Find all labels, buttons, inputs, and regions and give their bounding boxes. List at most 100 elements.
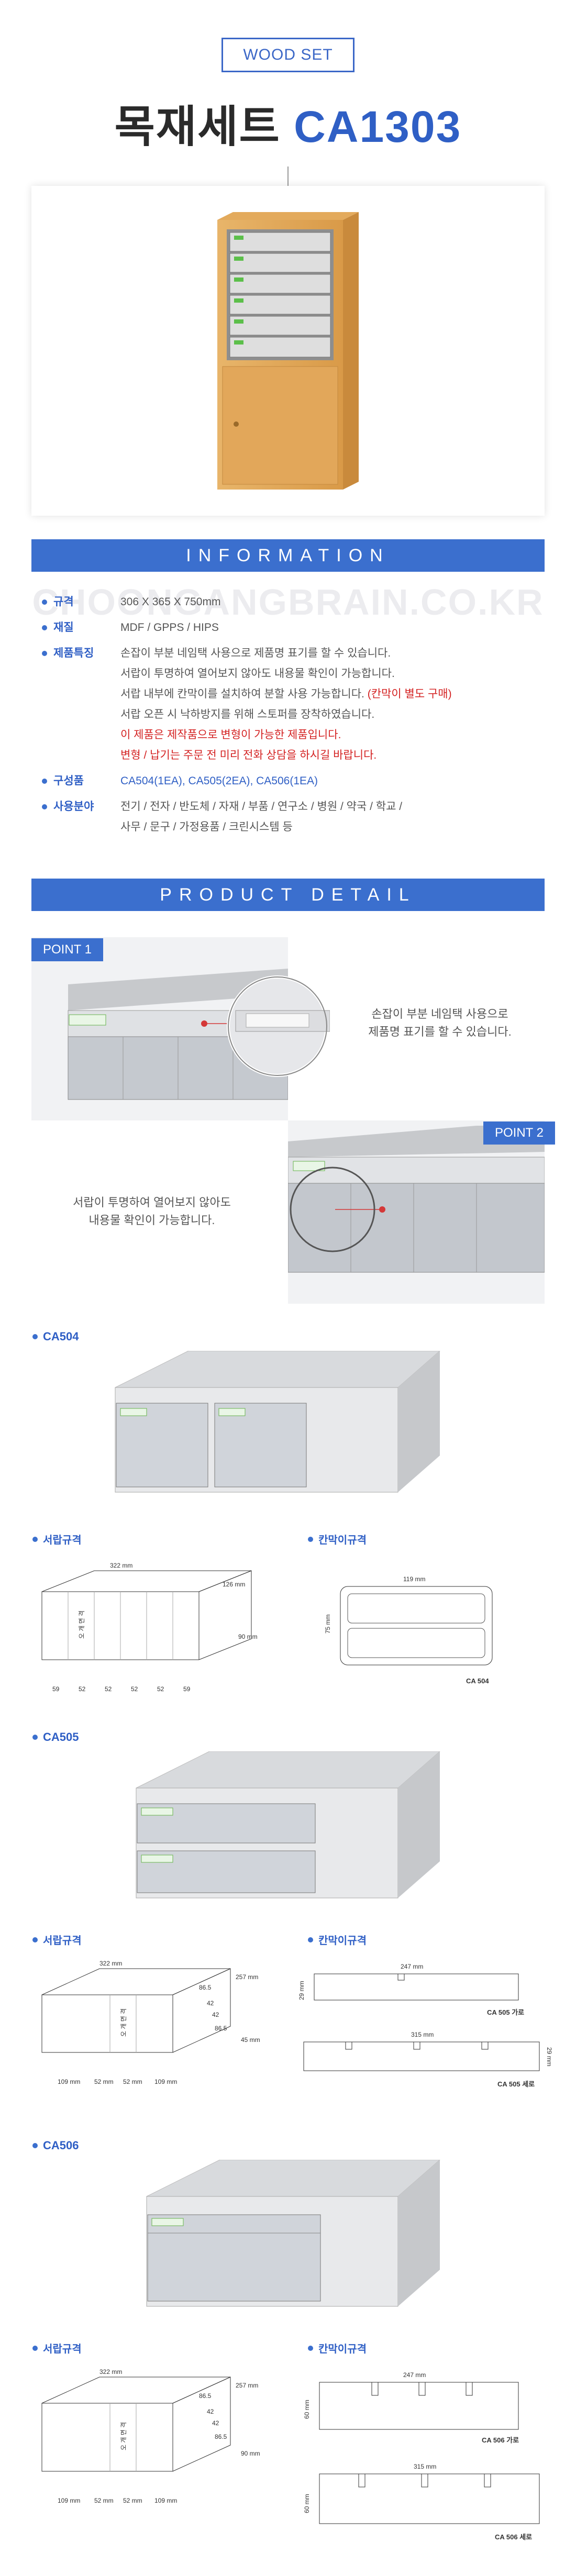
ca504-bottom-2: 52 <box>105 1685 112 1693</box>
ca505-div2-height: 29 mm <box>546 2047 553 2067</box>
ca506-bottom-1: 52 mm <box>94 2497 114 2504</box>
point2-text-line2: 내용물 확인이 가능합니다. <box>88 1214 215 1227</box>
ca504-height-label: 90 mm <box>238 1633 258 1640</box>
ca505-divider-spec-title: 칸막이규격 <box>308 1932 367 1947</box>
point1-magnifier <box>227 975 330 1077</box>
feature-line-divider: 서랍 내부에 칸막이를 설치하여 분할 사용 가능합니다. (칸막이 별도 구매… <box>120 684 545 704</box>
feature-red-line-2: 변형 / 납기는 주문 전 미리 전화 상담을 하시길 바랍니다. <box>120 749 377 761</box>
ca506-title-text: CA506 <box>43 2139 79 2152</box>
info-label-usage: 사용분야 <box>42 796 120 837</box>
ca506-div2-width: 315 mm <box>414 2463 436 2470</box>
ca504-cabinet-illustration <box>115 1350 441 1493</box>
bullet-icon <box>308 1937 313 1942</box>
ca505-h1-label: 86.5 <box>199 1984 212 1991</box>
feature-divider-text: 서랍 내부에 칸막이를 설치하여 분할 사용 가능합니다. <box>120 688 368 700</box>
usage-line-1: 전기 / 전자 / 반도체 / 자재 / 부품 / 연구소 / 병원 / 약국 … <box>120 801 403 813</box>
info-label-composition: 구성품 <box>42 771 120 791</box>
bullet-icon <box>32 2143 38 2148</box>
ca504-bottom-5: 59 <box>183 1685 191 1693</box>
ca504-drawer-diagram: 322 mm 126 mm 90 mm 오 개 면 격 59 52 52 52 … <box>41 1562 258 1693</box>
ca504-depth-label: 126 mm <box>223 1581 245 1588</box>
ca504-inner-label: 오 개 면 격 <box>78 1611 85 1639</box>
point1-text-line1: 손잡이 부분 네임택 사용으로 <box>371 1007 508 1020</box>
ca505-title: CA505 <box>32 1730 79 1744</box>
feature-line-1: 손잡이 부분 네임택 사용으로 제품명 표기를 할 수 있습니다. <box>120 647 391 659</box>
ca506-h2-label: 42 <box>207 2408 214 2415</box>
ca506-bottom-0: 109 mm <box>58 2497 80 2504</box>
info-value-spec: 306 X 365 X 750mm <box>120 596 221 608</box>
feature-line-2: 서랍이 투명하여 열어보지 않아도 내용물 확인이 가능합니다. <box>120 668 395 680</box>
wood-cabinet-illustration <box>217 212 359 490</box>
ca506-div1-height: 60 mm <box>303 2400 311 2419</box>
hero-product-image <box>31 186 545 516</box>
ca505-div2-caption: CA 505 세로 <box>497 2080 535 2088</box>
ca506-bottom-3: 109 mm <box>154 2497 177 2504</box>
ca504-drawer-spec-text: 서랍규격 <box>43 1535 82 1546</box>
ca505-divider-diagram: 247 mm 29 mm CA 505 가로 315 mm 29 mm CA 5… <box>298 1963 553 2088</box>
info-label-feature: 제품특징 <box>42 643 120 765</box>
ca506-height-label: 90 mm <box>241 2450 260 2457</box>
page-title-model: CA1303 <box>294 102 462 151</box>
info-row-composition: 구성품 CA504(1EA), CA505(2EA), CA506(1EA) <box>42 771 545 791</box>
ca505-h3-label: 42 <box>212 2011 219 2018</box>
info-list: 규격 306 X 365 X 750mm 재질 MDF / GPPS / HIP… <box>42 592 545 842</box>
bullet-icon <box>308 1536 313 1542</box>
ca505-bottom-0: 109 mm <box>58 2078 80 2085</box>
ca506-drawer-spec-text: 서랍규격 <box>43 2344 82 2355</box>
info-label-spec-text: 규격 <box>53 596 74 608</box>
title-divider <box>287 166 289 197</box>
point2-text: 서랍이 투명하여 열어보지 않아도 내용물 확인이 가능합니다. <box>52 1194 251 1229</box>
feature-divider-note: (칸막이 별도 구매) <box>367 688 452 700</box>
ca504-title-text: CA504 <box>43 1330 79 1343</box>
ca505-inner-label: 오 개 면 격 <box>120 2008 127 2037</box>
ca504-drawer-spec-title: 서랍규격 <box>32 1531 82 1547</box>
ca506-h1-label: 86.5 <box>199 2392 212 2400</box>
ca506-product-image <box>136 2159 450 2314</box>
info-value-feature: 손잡이 부분 네임택 사용으로 제품명 표기를 할 수 있습니다. 서랍이 투명… <box>120 643 545 765</box>
point2-label: POINT 2 <box>483 1122 555 1145</box>
ca505-h4-label: 86.5 <box>215 2025 227 2032</box>
ca504-bottom-4: 52 <box>157 1685 164 1693</box>
page-title: 목재세트 CA1303 <box>0 92 576 155</box>
ca505-div1-caption: CA 505 가로 <box>487 2008 524 2016</box>
information-heading: INFORMATION <box>186 545 390 565</box>
ca505-div2-width: 315 mm <box>411 2031 434 2038</box>
bullet-icon <box>32 2345 38 2351</box>
info-label-material: 재질 <box>42 617 120 638</box>
info-label-composition-text: 구성품 <box>53 775 84 787</box>
ca506-divider-diagram: 247 mm 60 mm CA 506 가로 315 mm 60 mm CA 5… <box>303 2371 540 2541</box>
ca506-h3-label: 42 <box>212 2419 219 2427</box>
info-row-material: 재질 MDF / GPPS / HIPS <box>42 617 545 638</box>
ca505-width-label: 322 mm <box>99 1960 122 1967</box>
bullet-icon <box>42 651 47 656</box>
bullet-icon <box>32 1536 38 1542</box>
info-label-feature-text: 제품특징 <box>53 647 94 659</box>
ca505-product-image <box>126 1751 450 1906</box>
ca504-width-label: 322 mm <box>110 1562 132 1569</box>
ca506-depth-label: 257 mm <box>236 2382 258 2389</box>
ca505-drawer-diagram: 322 mm 257 mm 86.5 42 42 86.5 45 mm 오 개 … <box>41 1960 260 2085</box>
product-detail-heading: PRODUCT DETAIL <box>160 884 416 905</box>
info-label-usage-text: 사용분야 <box>53 801 94 813</box>
ca504-product-image <box>105 1350 445 1500</box>
point2-text-box: 서랍이 투명하여 열어보지 않아도 내용물 확인이 가능합니다. <box>31 1120 288 1304</box>
ca505-bottom-3: 109 mm <box>154 2078 177 2085</box>
ca504-bottom-1: 52 <box>79 1685 86 1693</box>
ca506-divider-spec-text: 칸막이규격 <box>318 2344 367 2355</box>
bullet-icon <box>32 1334 38 1339</box>
ca506-h4-label: 86.5 <box>215 2433 227 2440</box>
ca504-bottom-3: 52 <box>131 1685 138 1693</box>
ca506-div2-height: 60 mm <box>303 2494 311 2513</box>
drawer-front-illustration <box>287 1126 545 1273</box>
bullet-icon <box>308 2345 313 2351</box>
ca504-divider-spec-text: 칸막이규격 <box>318 1535 367 1546</box>
info-row-usage: 사용분야 전기 / 전자 / 반도체 / 자재 / 부품 / 연구소 / 병원 … <box>42 796 545 837</box>
bullet-icon <box>42 779 47 784</box>
bullet-icon <box>32 1937 38 1942</box>
info-label-spec: 규격 <box>42 592 120 612</box>
bullet-icon <box>32 1735 38 1740</box>
point1-label: POINT 1 <box>31 938 103 961</box>
product-detail-section-bar: PRODUCT DETAIL <box>31 879 545 911</box>
ca504-divider-spec-title: 칸막이규격 <box>308 1531 367 1547</box>
